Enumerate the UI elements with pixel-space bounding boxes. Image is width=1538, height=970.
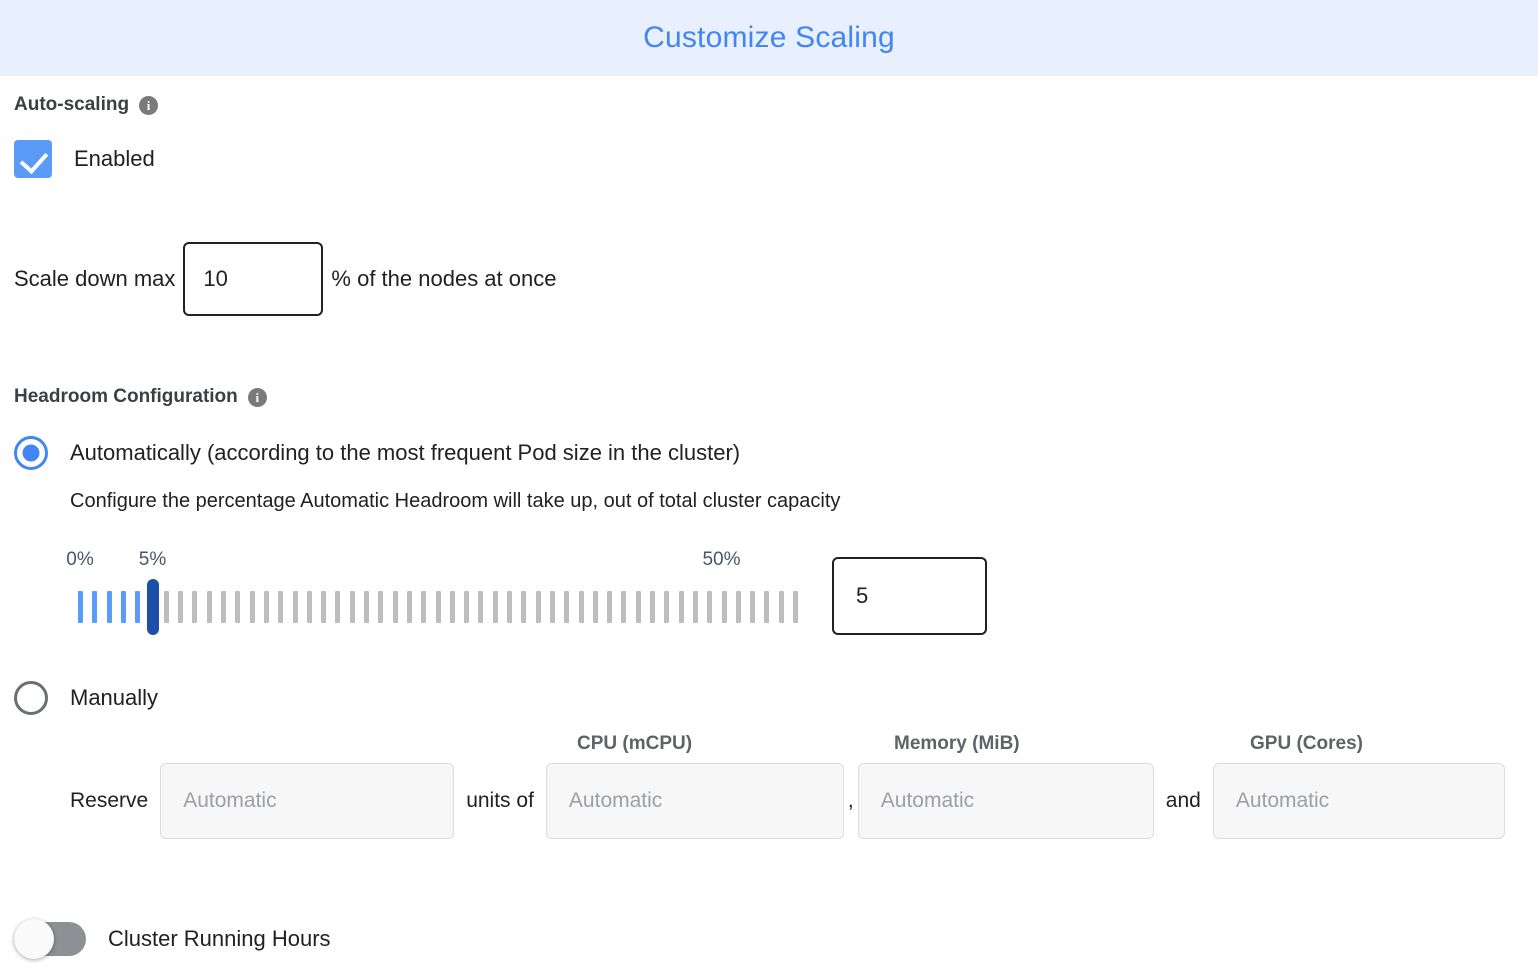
slider-tick[interactable] [321, 591, 327, 623]
slider-tick[interactable] [521, 591, 527, 623]
slider-tick[interactable] [378, 591, 384, 623]
units-of-label: units of [466, 789, 534, 812]
separator-comma: , [847, 789, 854, 812]
slider-tick[interactable] [778, 591, 784, 623]
slider-tick[interactable] [392, 591, 398, 623]
slider-tick-labels: 0% 5% 50% [14, 549, 1524, 577]
reserve-cpu-input[interactable] [545, 763, 844, 839]
slider-tick[interactable] [278, 591, 284, 623]
slider-tick[interactable] [249, 591, 255, 623]
slider-tick[interactable] [635, 591, 641, 623]
cluster-running-hours-row[interactable]: Cluster Running Hours [14, 919, 331, 959]
slider-tick[interactable] [750, 591, 756, 623]
slider-tick[interactable] [592, 591, 598, 623]
slider-tick[interactable] [364, 591, 369, 623]
reserve-memory-input[interactable] [857, 763, 1154, 839]
headroom-value-input[interactable] [832, 557, 987, 635]
slider-tick[interactable] [92, 591, 98, 623]
headroom-section-header: Headroom Configuration i [14, 386, 1524, 408]
slider-tick[interactable] [621, 591, 627, 623]
slider-tick[interactable] [678, 591, 684, 623]
auto-scaling-section-header: Auto-scaling i [14, 94, 1524, 116]
slider-tick[interactable] [235, 591, 241, 623]
scale-down-max-label: Scale down max [14, 266, 176, 291]
slider-tick[interactable] [664, 591, 670, 623]
scale-down-max-suffix: % of the nodes at once [331, 266, 557, 291]
reserve-units-input[interactable] [160, 763, 455, 839]
slider-thumb[interactable] [146, 579, 159, 635]
auto-scaling-label: Auto-scaling [14, 94, 130, 115]
slider-tick[interactable] [78, 591, 83, 623]
scale-down-max-row: Scale down max % of the nodes at once [14, 242, 1524, 316]
slider-tick[interactable] [564, 591, 570, 623]
slider-tick[interactable] [721, 591, 727, 623]
headroom-option-automatic[interactable]: Automatically (according to the most fre… [14, 436, 1524, 470]
slider-tick[interactable] [421, 591, 427, 623]
cluster-running-hours-label: Cluster Running Hours [108, 926, 331, 951]
slider-tick[interactable] [178, 591, 184, 623]
radio-manually[interactable] [14, 681, 48, 715]
slider-min-label: 0% [66, 549, 94, 570]
slider-tick[interactable] [349, 591, 355, 623]
slider-tick[interactable] [449, 591, 455, 623]
slider-current-label: 5% [138, 549, 167, 570]
slider-max-label: 50% [702, 549, 741, 570]
slider-tick[interactable] [650, 591, 655, 623]
slider-tick[interactable] [735, 591, 741, 623]
reserve-area: CPU (mCPU) Memory (MiB) GPU (Cores) Rese… [14, 733, 1524, 863]
info-icon-headroom[interactable]: i [247, 387, 267, 407]
slider-tick[interactable] [707, 591, 713, 623]
headroom-automatic-description: Configure the percentage Automatic Headr… [70, 490, 841, 512]
column-label-cpu: CPU (mCPU) [577, 733, 693, 754]
enabled-checkbox-row[interactable]: Enabled [14, 140, 1524, 178]
slider-tick[interactable] [507, 591, 512, 623]
slider-tick[interactable] [478, 591, 484, 623]
slider-tick[interactable] [292, 591, 298, 623]
slider-tick[interactable] [135, 591, 141, 623]
slider-tick[interactable] [464, 591, 470, 623]
info-icon-auto-scaling[interactable]: i [139, 95, 159, 115]
headroom-option-manually[interactable]: Manually [14, 681, 1524, 715]
slider-tick[interactable] [335, 591, 341, 623]
slider-tick[interactable] [435, 591, 441, 623]
slider-tick[interactable] [549, 591, 555, 623]
slider-tick[interactable] [692, 591, 698, 623]
slider-tick[interactable] [535, 591, 541, 623]
page-title: Customize Scaling [643, 21, 895, 54]
radio-manually-label: Manually [70, 685, 159, 710]
slider-tick[interactable] [406, 591, 412, 623]
slider-tick[interactable] [120, 591, 126, 623]
reserve-gpu-input[interactable] [1212, 763, 1505, 839]
scale-down-max-input[interactable] [183, 242, 324, 316]
radio-automatic-label: Automatically (according to the most fre… [70, 440, 741, 465]
column-label-memory: Memory (MiB) [894, 733, 1020, 754]
cluster-running-hours-toggle[interactable] [14, 919, 86, 959]
slider-tick[interactable] [306, 591, 312, 623]
dialog-header: Customize Scaling [0, 0, 1538, 76]
slider-tick[interactable] [492, 591, 498, 623]
separator-and: and [1165, 789, 1201, 812]
slider-tick[interactable] [764, 591, 770, 623]
enabled-checkbox[interactable] [14, 140, 52, 178]
radio-automatic[interactable] [14, 436, 48, 470]
slider-tick[interactable] [106, 591, 112, 623]
column-label-gpu: GPU (Cores) [1250, 733, 1363, 754]
toggle-knob [14, 919, 54, 959]
slider-tick[interactable] [263, 591, 269, 623]
slider-tick[interactable] [221, 591, 226, 623]
slider-tick[interactable] [192, 591, 198, 623]
headroom-slider-block: 0% 5% 50% [14, 549, 1524, 649]
enabled-label: Enabled [74, 146, 155, 171]
slider-tick[interactable] [607, 591, 613, 623]
reserve-line: Reserve units of , and [14, 763, 1524, 839]
slider-tick[interactable] [206, 591, 212, 623]
reserve-label: Reserve [70, 789, 149, 812]
slider-tick[interactable] [578, 591, 584, 623]
headroom-slider[interactable] [14, 579, 1524, 635]
slider-tick[interactable] [163, 591, 169, 623]
headroom-label: Headroom Configuration [14, 386, 238, 407]
dialog-body: Auto-scaling i Enabled Scale down max % … [0, 94, 1538, 970]
slider-tick[interactable] [793, 591, 798, 623]
